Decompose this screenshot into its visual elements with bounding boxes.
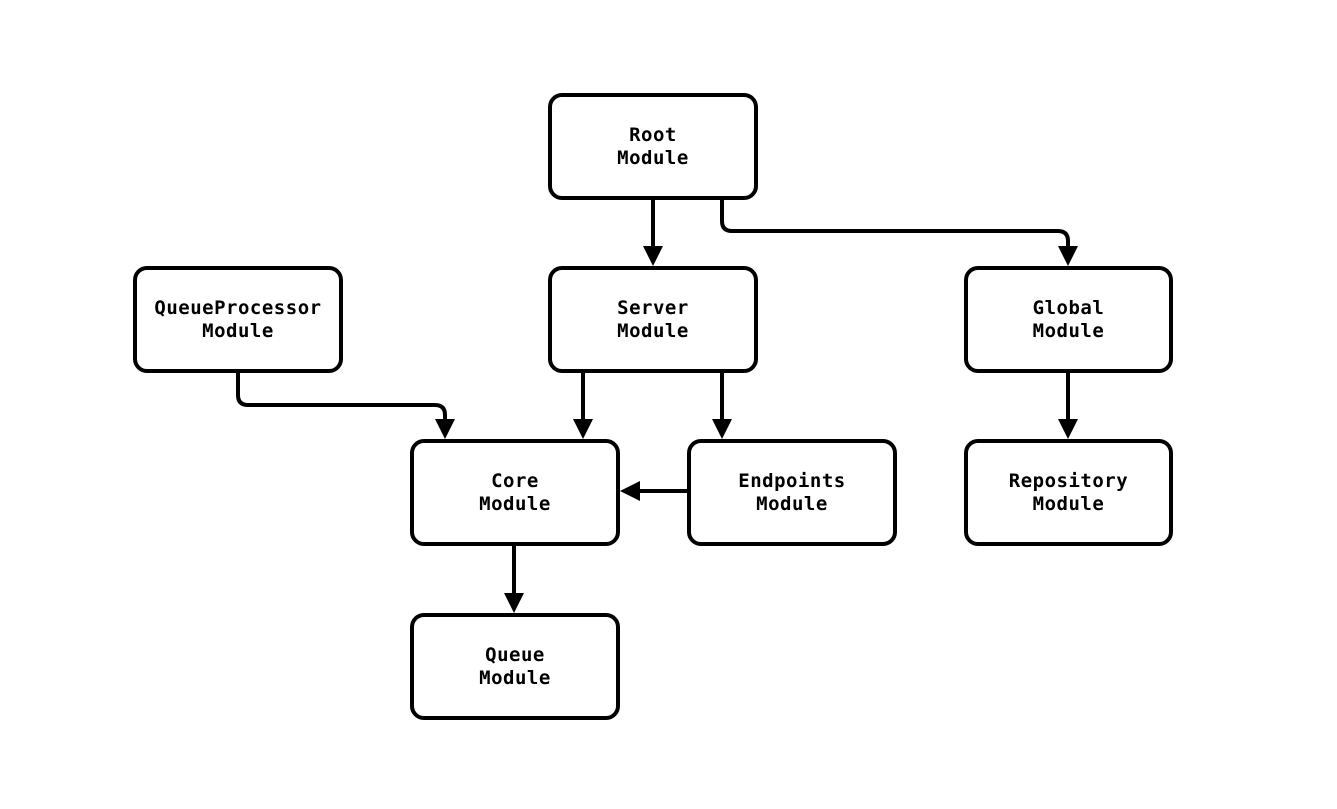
edge-queueprocessor-to-core <box>236 373 455 439</box>
node-label-primary: Global <box>1033 297 1105 319</box>
arrowhead-icon <box>643 246 663 266</box>
node-label-secondary: Module <box>202 320 274 342</box>
edge-line <box>720 200 1070 252</box>
arrowhead-icon <box>435 419 455 439</box>
node-box[interactable] <box>410 439 620 546</box>
node-label-secondary: Module <box>1033 320 1105 342</box>
node-label-primary: Root <box>629 124 677 146</box>
node-box[interactable] <box>548 266 758 373</box>
node-label-primary: Server <box>617 297 689 319</box>
edge-root-to-global <box>720 200 1078 266</box>
node-box[interactable] <box>964 266 1173 373</box>
edge-global-to-repository <box>1058 373 1078 439</box>
arrowhead-icon <box>504 593 524 613</box>
node-label-secondary: Module <box>1033 493 1105 515</box>
node-box[interactable] <box>687 439 897 546</box>
arrowhead-icon <box>712 419 732 439</box>
node-label-secondary: Module <box>617 320 689 342</box>
arrowhead-icon <box>620 481 640 501</box>
edge-core-to-queue <box>504 546 524 613</box>
node-label-primary: Core <box>491 470 539 492</box>
node-label-secondary: Module <box>479 493 551 515</box>
node-box[interactable] <box>133 266 343 373</box>
node-label-secondary: Module <box>756 493 828 515</box>
node-box[interactable] <box>410 613 620 720</box>
node-label-primary: QueueProcessor <box>154 297 321 319</box>
arrowhead-icon <box>1058 419 1078 439</box>
edge-server-to-endpoints <box>712 373 732 439</box>
edge-server-to-core <box>573 373 593 439</box>
edge-root-to-server <box>643 200 663 266</box>
edge-line <box>236 373 447 425</box>
arrowhead-icon <box>1058 246 1078 266</box>
node-label-primary: Queue <box>485 644 545 666</box>
node-label-primary: Repository <box>1009 470 1128 492</box>
edge-endpoints-to-core <box>620 481 687 501</box>
node-label-secondary: Module <box>617 147 689 169</box>
node-label-primary: Endpoints <box>738 470 845 492</box>
nodes-layer: RootModuleQueueProcessorModuleServerModu… <box>133 93 1173 720</box>
arrowhead-icon <box>573 419 593 439</box>
node-box[interactable] <box>964 439 1173 546</box>
node-label-secondary: Module <box>479 667 551 689</box>
node-box[interactable] <box>548 93 758 200</box>
edges-layer <box>236 200 1078 613</box>
